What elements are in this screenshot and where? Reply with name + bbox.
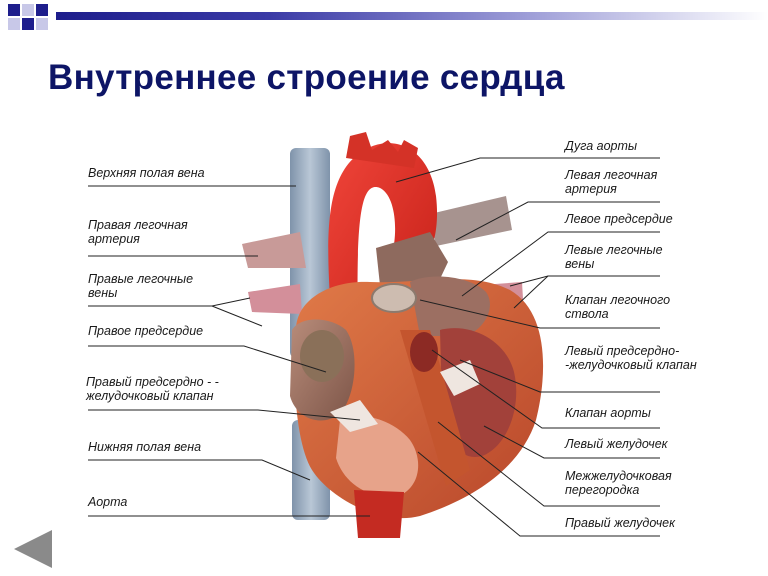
pointer-line <box>88 409 361 421</box>
pointer-line <box>395 157 660 183</box>
label-superior-vena-cava: Верхняя полая вена <box>88 166 205 180</box>
mitral-valve <box>440 360 480 396</box>
tricuspid-valve <box>330 400 378 432</box>
pointer-line <box>417 451 660 537</box>
pointer-line <box>513 275 549 309</box>
pointer-line <box>483 425 660 459</box>
aortic-valve <box>410 332 438 372</box>
header-gradient-bar <box>56 12 768 20</box>
pointer-line <box>88 459 311 481</box>
label-right-pulmonary-artery: Правая легочная артерия <box>88 218 188 246</box>
top-decoration <box>0 0 768 44</box>
decor-square <box>36 4 48 16</box>
aortic-branches <box>346 132 418 168</box>
right-ventricle-cavity <box>336 415 419 497</box>
pointer-line <box>211 305 263 327</box>
pointer-line <box>88 345 327 373</box>
right-atrium-opening <box>300 330 344 382</box>
decor-square <box>22 18 34 30</box>
label-interventricular-septum: Межжелудочковая перегородка <box>565 469 672 497</box>
label-left-atrium: Левое предсердие <box>565 212 673 226</box>
pointer-line <box>431 349 660 429</box>
pulmonary-valve <box>371 283 417 313</box>
pointer-line <box>437 421 660 507</box>
label-pulmonary-valve: Клапан легочного ствола <box>565 293 671 321</box>
triangle-left-icon <box>14 530 52 568</box>
back-button[interactable] <box>12 528 54 570</box>
label-left-pulmonary-veins: Левые легочные вены <box>565 243 663 271</box>
page-title: Внутреннее строение сердца <box>48 58 565 97</box>
decor-square <box>36 18 48 30</box>
label-inferior-vena-cava: Нижняя полая вена <box>88 440 202 454</box>
left-atrium <box>410 276 490 336</box>
pointer-lines-right <box>395 157 660 537</box>
pointer-line <box>459 359 660 393</box>
label-right-atrium: Правое предсердие <box>88 324 204 338</box>
pointer-line <box>419 299 660 329</box>
label-right-ventricle: Правый желудочек <box>565 516 676 530</box>
descending-aorta <box>354 490 404 538</box>
pointer-line <box>461 231 660 297</box>
left-ventricle-cavity <box>440 328 517 457</box>
label-left-ventricle: Левый желудочек <box>565 437 668 451</box>
pointer-line <box>509 275 660 287</box>
right-pulmonary-artery <box>242 232 306 268</box>
decor-square <box>8 18 20 30</box>
right-pulmonary-veins <box>248 284 302 314</box>
decor-square <box>8 4 20 16</box>
label-mitral-valve: Левый предсердно- -желудочковый клапан <box>565 344 697 372</box>
pointer-line <box>455 201 660 241</box>
label-aortic-valve: Клапан аорты <box>565 406 651 420</box>
label-aortic-arch: Дуга аорты <box>565 139 638 153</box>
label-tricuspid-valve: Правый предсердно - - желудочковый клапа… <box>86 375 219 403</box>
left-pulmonary-artery <box>430 196 512 246</box>
pointer-lines-left <box>88 185 370 517</box>
label-right-pulmonary-veins: Правые легочные вены <box>88 272 194 300</box>
decor-square <box>22 4 34 16</box>
label-left-pulmonary-artery: Левая легочная артерия <box>565 168 658 196</box>
label-aorta: Аорта <box>88 495 128 509</box>
